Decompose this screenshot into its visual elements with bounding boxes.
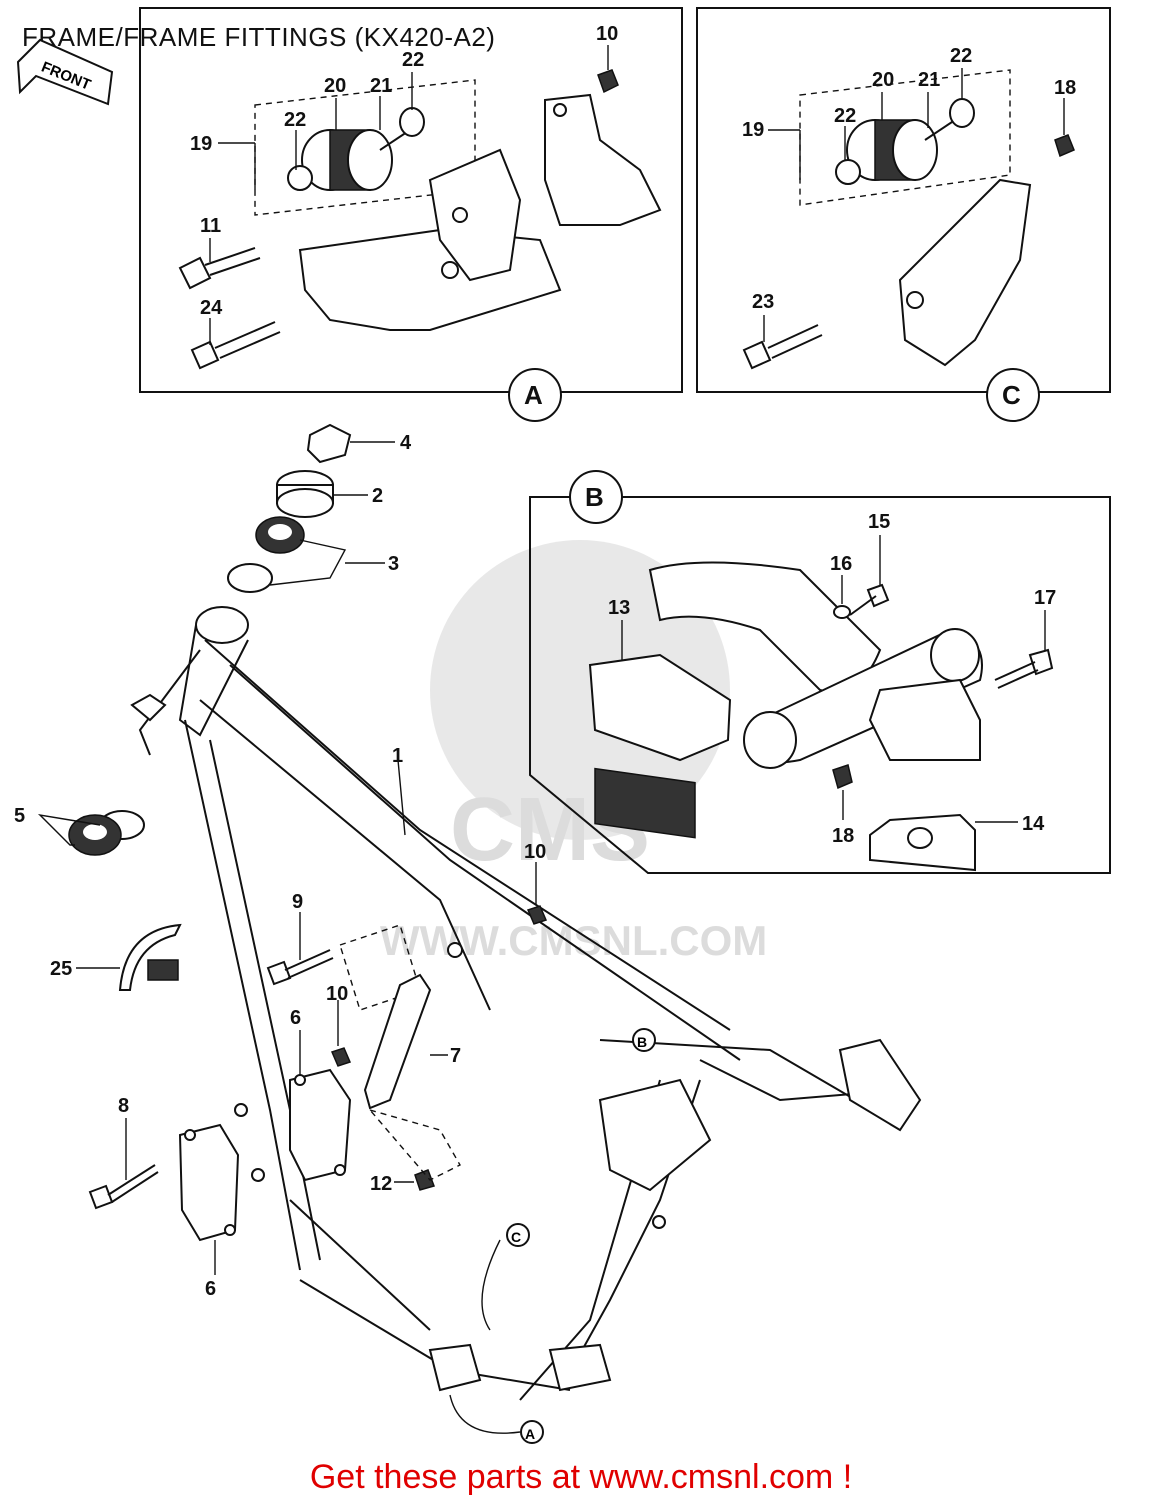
footer-link[interactable]: www.cmsnl.com <box>589 1458 834 1496</box>
label-4: 4 <box>400 432 412 454</box>
label-25: 25 <box>50 958 72 980</box>
footer-prefix: Get these parts at <box>309 1458 590 1496</box>
bolt-17 <box>994 648 1054 689</box>
label-10-top: 10 <box>596 23 618 45</box>
label-18-c: 18 <box>1054 77 1076 99</box>
callout-b-circle <box>569 470 623 524</box>
label-10-mid: 10 <box>524 841 546 863</box>
label-6a: 6 <box>290 1007 301 1029</box>
label-17: 17 <box>1034 587 1056 609</box>
inset-a: A <box>139 7 683 422</box>
callout-c-circle <box>986 368 1040 422</box>
label-7: 7 <box>450 1045 461 1067</box>
watermark-logo <box>430 540 730 840</box>
label-22-a1: 22 <box>402 49 424 71</box>
footer-banner: Get these parts at www.cmsnl.com ! <box>0 1458 1162 1497</box>
label-12: 12 <box>370 1173 392 1195</box>
frame-callout-a: A <box>525 1426 535 1442</box>
label-16: 16 <box>830 553 852 575</box>
inset-c: C 19 20 21 22 22 18 23 <box>696 7 1111 422</box>
callout-a-label: A <box>524 380 543 410</box>
label-21-c: 21 <box>918 69 940 91</box>
label-10-low: 10 <box>326 983 348 1005</box>
callout-c-label: C <box>1002 380 1021 410</box>
label-19-a: 19 <box>190 133 212 155</box>
steering-parts: 4 2 3 5 <box>14 423 412 856</box>
callout-a-circle <box>508 368 562 422</box>
label-5: 5 <box>14 805 25 827</box>
label-20-c: 20 <box>872 69 894 91</box>
label-19-c: 19 <box>742 119 764 141</box>
bolt-15 <box>849 583 890 616</box>
watermark-url: WWW.CMSNL.COM <box>380 917 767 964</box>
front-arrow: FRONT <box>16 38 114 106</box>
diagram-title: FRAME/FRAME FITTINGS (KX420-A2) <box>22 22 496 52</box>
callout-b-label: B <box>585 482 604 512</box>
label-22-a2: 22 <box>284 109 306 131</box>
label-24: 24 <box>200 297 223 319</box>
label-8: 8 <box>118 1095 129 1117</box>
label-9: 9 <box>292 891 303 913</box>
frame-callout-c: C <box>511 1229 521 1245</box>
label-2: 2 <box>372 485 383 507</box>
label-22-c2: 22 <box>834 105 856 127</box>
main-frame: 1 B C A <box>130 606 922 1444</box>
label-1: 1 <box>392 745 403 767</box>
label-23: 23 <box>752 291 774 313</box>
label-14: 14 <box>1022 813 1045 835</box>
label-6b: 6 <box>205 1278 216 1300</box>
label-20-a: 20 <box>324 75 346 97</box>
inset-b: B 15 16 17 13 18 <box>529 470 1111 874</box>
label-15: 15 <box>868 511 890 533</box>
bolt-24 <box>190 321 281 370</box>
bolt-11 <box>178 247 261 290</box>
frame-callout-b: B <box>637 1034 647 1050</box>
label-22-c1: 22 <box>950 45 972 67</box>
label-13: 13 <box>608 597 630 619</box>
label-11: 11 <box>200 215 221 237</box>
label-18-b: 18 <box>832 825 854 847</box>
part-4-nut <box>306 423 352 464</box>
bolt-23 <box>742 324 823 370</box>
watermark: CMS WWW.CMSNL.COM <box>380 540 767 964</box>
loose-fittings: 9 10 10 7 6 6 8 12 <box>50 841 548 1300</box>
label-21-a: 21 <box>370 75 392 97</box>
label-3: 3 <box>388 553 399 575</box>
footer-suffix: ! <box>833 1458 853 1496</box>
